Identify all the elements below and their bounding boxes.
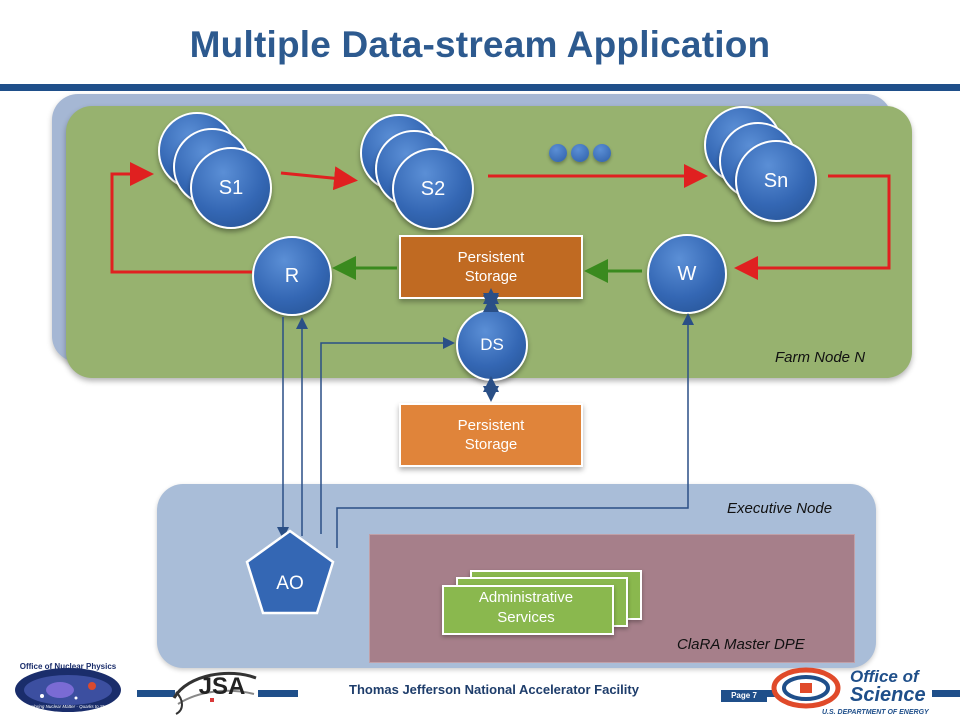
admin-line2: Services bbox=[497, 609, 555, 626]
storage-top-line1: Persistent bbox=[457, 249, 525, 266]
s2-service-node[interactable]: S2 bbox=[392, 148, 474, 230]
ds-data-server-node[interactable]: DS bbox=[456, 309, 528, 381]
red-arrow-r-to-s1 bbox=[110, 162, 252, 274]
w-label: W bbox=[677, 262, 697, 285]
w-writer-node[interactable]: W bbox=[647, 234, 727, 314]
ao-label: AO bbox=[276, 573, 303, 594]
s1-service-node[interactable]: S1 bbox=[190, 147, 272, 229]
sn-service-node[interactable]: Sn bbox=[735, 140, 817, 222]
red-arrow-s1-to-s2 bbox=[280, 166, 358, 191]
farm-node-label: Farm Node N bbox=[775, 349, 866, 366]
s2-label: S2 bbox=[420, 177, 446, 200]
ao-orchestrator-node bbox=[245, 529, 335, 615]
footer-rule-right-b bbox=[932, 690, 960, 697]
storage-bottom-line2: Storage bbox=[464, 436, 518, 453]
page-number: Page 7 bbox=[721, 690, 767, 702]
nuclear-physics-logo-text: Office of Nuclear Physics bbox=[20, 662, 117, 671]
storage-top-line2: Storage bbox=[464, 268, 518, 285]
ellipsis-dot-2 bbox=[571, 144, 589, 162]
clara-master-dpe-label: ClaRA Master DPE bbox=[677, 636, 805, 653]
footer-rule-right-a bbox=[767, 690, 777, 697]
footer-rule-mid bbox=[258, 690, 298, 697]
arrow-ao-to-ds bbox=[320, 337, 455, 534]
admin-card-front bbox=[442, 585, 614, 635]
ellipsis-dot-3 bbox=[593, 144, 611, 162]
admin-line1: Administrative bbox=[478, 589, 574, 606]
office-of-science-logo: Office of Science U.S. DEPARTMENT OF ENE… bbox=[771, 667, 930, 716]
doe-text: U.S. DEPARTMENT OF ENERGY bbox=[822, 709, 930, 716]
r-reader-node[interactable]: R bbox=[252, 236, 332, 316]
ds-label: DS bbox=[480, 335, 504, 354]
page-title: Multiple Data-stream Application bbox=[189, 24, 771, 65]
s1-label: S1 bbox=[218, 176, 244, 199]
sn-label: Sn bbox=[763, 169, 789, 192]
red-arrow-sn-to-w bbox=[734, 174, 891, 280]
jsa-logo-text: JSA bbox=[199, 673, 246, 700]
science-text: Science bbox=[850, 684, 926, 706]
title-rule bbox=[0, 84, 960, 91]
footer-organization: Thomas Jefferson National Accelerator Fa… bbox=[349, 682, 639, 697]
jsa-logo: JSA bbox=[172, 671, 257, 715]
footer-rule-left bbox=[137, 690, 175, 697]
ellipsis-dot-1 bbox=[549, 144, 567, 162]
executive-node-label: Executive Node bbox=[727, 500, 833, 517]
arrow-ao-to-w bbox=[336, 313, 694, 548]
office-of-text: Office of bbox=[850, 667, 921, 686]
r-label: R bbox=[284, 264, 300, 287]
nuclear-physics-tagline: Exploring Nuclear Matter - Quarks to Sta… bbox=[26, 704, 112, 709]
office-of-nuclear-physics-logo: Office of Nuclear Physics Exploring Nucl… bbox=[15, 662, 121, 712]
storage-bottom-line1: Persistent bbox=[457, 417, 525, 434]
